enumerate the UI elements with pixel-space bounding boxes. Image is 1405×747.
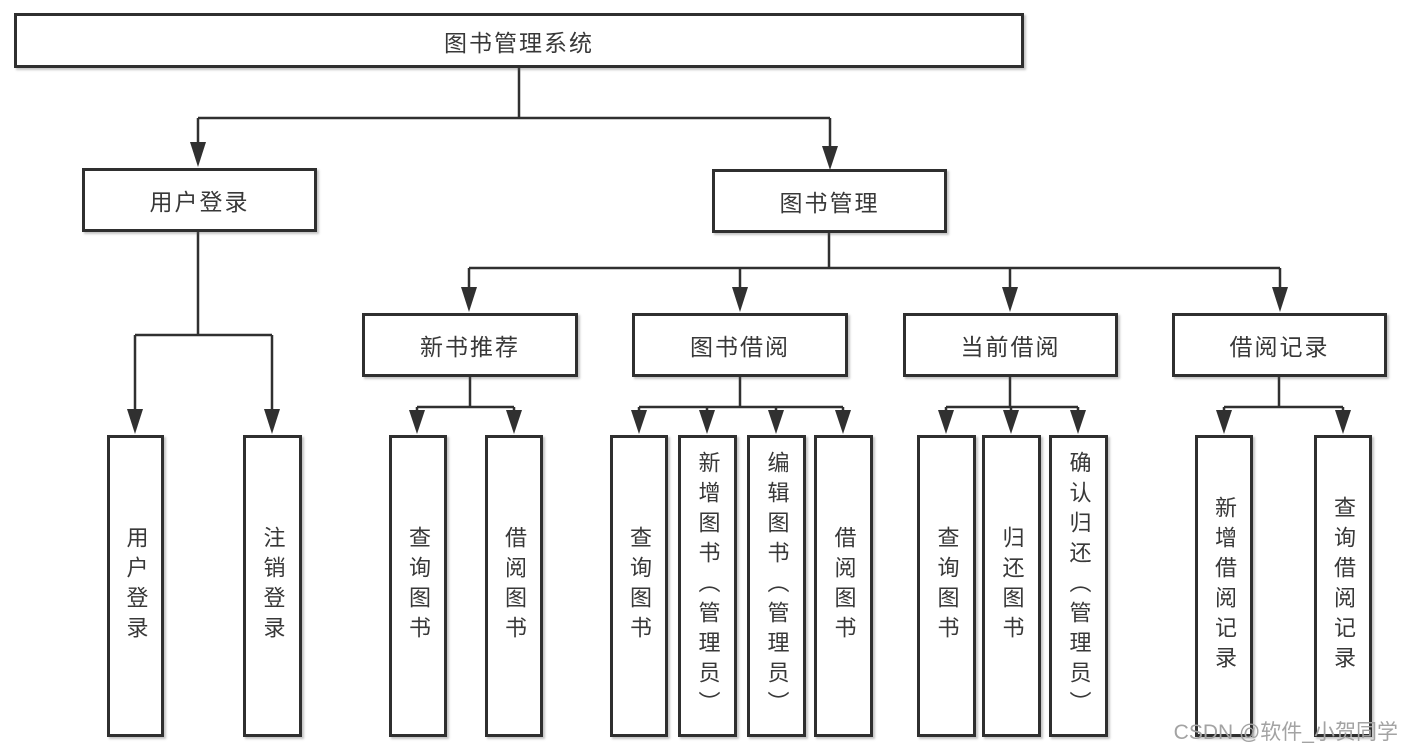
leaf-edit-book-admin-label: 编辑图书（管理员）: [764, 451, 790, 721]
leaf-confirm-return-admin: 确认归还（管理员）: [1049, 435, 1108, 737]
leaf-query-books-recommend-label: 查询图书: [406, 526, 431, 646]
leaf-query-books-recommend: 查询图书: [389, 435, 447, 737]
leaf-borrow-books-recommend: 借阅图书: [485, 435, 543, 737]
node-new-book-recommend: 新书推荐: [362, 313, 578, 377]
leaf-return-book: 归还图书: [982, 435, 1041, 737]
leaf-query-books-current: 查询图书: [917, 435, 976, 737]
node-user-login-label: 用户登录: [149, 189, 250, 215]
leaf-query-books-borrow-label: 查询图书: [627, 526, 652, 646]
leaf-add-borrow-record: 新增借阅记录: [1195, 435, 1253, 737]
leaf-query-borrow-record: 查询借阅记录: [1314, 435, 1372, 737]
leaf-user-login: 用户登录: [107, 435, 164, 737]
node-root-label: 图书管理系统: [444, 29, 594, 56]
leaf-query-books-current-label: 查询图书: [934, 526, 960, 646]
leaf-add-book-admin-label: 新增图书（管理员）: [695, 451, 721, 721]
node-root: 图书管理系统: [14, 13, 1024, 68]
watermark: CSDN @软件_小贺同学: [1173, 721, 1398, 744]
leaf-logout-label: 注销登录: [260, 526, 286, 646]
node-current-borrowing: 当前借阅: [903, 313, 1118, 377]
arrowhead-icons: [127, 142, 1351, 434]
leaf-user-login-label: 用户登录: [123, 526, 149, 646]
leaf-edit-book-admin: 编辑图书（管理员）: [747, 435, 806, 737]
leaf-borrow-books-borrow-label: 借阅图书: [831, 526, 857, 646]
node-book-management-label: 图书管理: [779, 190, 880, 216]
leaf-query-borrow-record-label: 查询借阅记录: [1331, 496, 1356, 676]
leaf-logout: 注销登录: [243, 435, 302, 737]
node-borrow-records: 借阅记录: [1172, 313, 1387, 377]
node-book-borrowing-label: 图书借阅: [690, 334, 790, 360]
leaf-return-book-label: 归还图书: [999, 526, 1025, 646]
leaf-add-borrow-record-label: 新增借阅记录: [1212, 496, 1237, 676]
node-user-login: 用户登录: [82, 168, 317, 232]
node-current-borrowing-label: 当前借阅: [960, 334, 1061, 360]
leaf-borrow-books-recommend-label: 借阅图书: [502, 526, 527, 646]
node-new-book-recommend-label: 新书推荐: [420, 334, 520, 360]
leaf-borrow-books-borrow: 借阅图书: [814, 435, 873, 737]
leaf-query-books-borrow: 查询图书: [610, 435, 668, 737]
leaf-add-book-admin: 新增图书（管理员）: [678, 435, 737, 737]
node-book-borrowing: 图书借阅: [632, 313, 848, 377]
leaf-confirm-return-admin-label: 确认归还（管理员）: [1066, 451, 1092, 721]
node-book-management: 图书管理: [712, 169, 947, 233]
node-borrow-records-label: 借阅记录: [1229, 334, 1330, 360]
